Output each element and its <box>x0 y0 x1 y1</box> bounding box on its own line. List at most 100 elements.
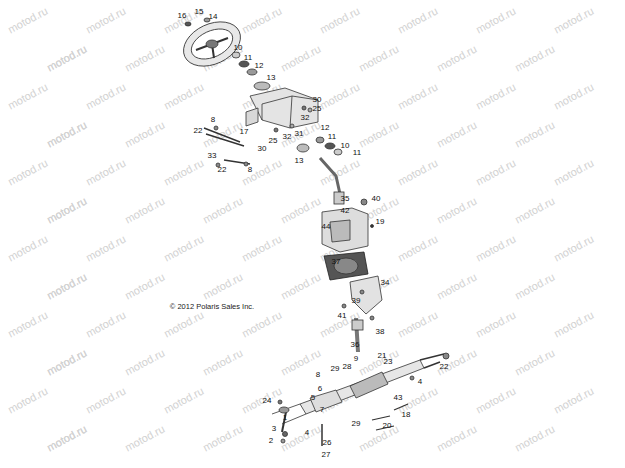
callout-number: 7 <box>320 406 324 414</box>
watermark: motod.ru <box>45 347 89 378</box>
callout-number: 41 <box>338 312 347 320</box>
callout-number: 34 <box>381 279 390 287</box>
callout-number: 12 <box>255 62 264 70</box>
watermark: motod.ru <box>552 81 596 112</box>
watermark: motod.ru <box>435 347 479 378</box>
watermark: motod.ru <box>162 233 206 264</box>
watermark: motod.ru <box>240 385 284 416</box>
callout-number: 26 <box>323 439 332 447</box>
watermark: motod.ru <box>552 157 596 188</box>
watermark: motod.ru <box>6 309 50 340</box>
watermark: motod.ru <box>318 81 362 112</box>
watermark: motod.ru <box>6 385 50 416</box>
watermark: motod.ru <box>396 81 440 112</box>
callout-number: 29 <box>352 420 361 428</box>
callout-number: 17 <box>240 128 249 136</box>
watermark: motod.ru <box>123 119 167 150</box>
callout-number: 19 <box>376 218 385 226</box>
watermark: motod.ru <box>6 233 50 264</box>
watermark: motod.ru <box>201 423 245 454</box>
callout-number: 27 <box>322 451 331 459</box>
callout-number: 22 <box>194 127 203 135</box>
callout-number: 28 <box>343 363 352 371</box>
callout-number: 4 <box>305 429 309 437</box>
callout-number: 8 <box>211 116 215 124</box>
watermark: motod.ru <box>84 5 128 36</box>
watermark: motod.ru <box>513 347 557 378</box>
callout-number: 31 <box>295 130 304 138</box>
callout-number: 23 <box>384 358 393 366</box>
watermark: motod.ru <box>45 119 89 150</box>
watermark: motod.ru <box>84 81 128 112</box>
watermark: motod.ru <box>162 157 206 188</box>
watermark: motod.ru <box>6 157 50 188</box>
callout-number: 13 <box>267 74 276 82</box>
callout-number: 39 <box>352 297 361 305</box>
watermark: motod.ru <box>162 309 206 340</box>
callout-number: 11 <box>244 54 252 62</box>
callout-number: 1 <box>283 414 287 422</box>
watermark: motod.ru <box>240 5 284 36</box>
callout-number: 13 <box>295 157 304 165</box>
watermark: motod.ru <box>435 195 479 226</box>
callout-number: 2 <box>269 437 273 445</box>
callout-number: 22 <box>218 166 227 174</box>
copyright-note: © 2012 Polaris Sales Inc. <box>170 302 254 311</box>
callout-number: 14 <box>209 13 218 21</box>
watermark: motod.ru <box>84 385 128 416</box>
watermark: motod.ru <box>396 157 440 188</box>
watermark: motod.ru <box>84 309 128 340</box>
callout-number: 32 <box>301 114 310 122</box>
callout-number: 24 <box>263 397 272 405</box>
callout-number: 40 <box>372 195 381 203</box>
watermark: motod.ru <box>45 271 89 302</box>
callout-number: 18 <box>402 411 411 419</box>
watermark: motod.ru <box>6 81 50 112</box>
watermark: motod.ru <box>513 195 557 226</box>
watermark: motod.ru <box>435 43 479 74</box>
callout-number: 3 <box>272 425 276 433</box>
callout-number: 25 <box>269 137 278 145</box>
watermark: motod.ru <box>513 43 557 74</box>
watermark: motod.ru <box>474 157 518 188</box>
watermark: motod.ru <box>396 233 440 264</box>
watermark: motod.ru <box>123 43 167 74</box>
callout-number: 30 <box>313 96 322 104</box>
callout-number: 35 <box>341 195 350 203</box>
callout-number: 12 <box>321 124 330 132</box>
callout-number: 37 <box>332 258 341 266</box>
watermark: motod.ru <box>201 271 245 302</box>
watermark: motod.ru <box>396 5 440 36</box>
watermark: motod.ru <box>201 195 245 226</box>
callout-number: 15 <box>195 8 204 16</box>
callout-number: 43 <box>394 394 403 402</box>
watermark: motod.ru <box>240 157 284 188</box>
watermark: motod.ru <box>474 5 518 36</box>
callout-number: 8 <box>316 371 320 379</box>
callout-number: 22 <box>440 363 449 371</box>
watermark: motod.ru <box>201 347 245 378</box>
watermark: motod.ru <box>513 119 557 150</box>
watermark: motod.ru <box>240 233 284 264</box>
watermark: motod.ru <box>513 423 557 454</box>
watermark: motod.ru <box>513 271 557 302</box>
watermark: motod.ru <box>84 233 128 264</box>
watermark: motod.ru <box>162 385 206 416</box>
watermark: motod.ru <box>435 271 479 302</box>
callout-number: 38 <box>376 328 385 336</box>
watermark: motod.ru <box>279 271 323 302</box>
callout-number: 6 <box>318 385 322 393</box>
watermark: motod.ru <box>396 309 440 340</box>
watermark: motod.ru <box>279 423 323 454</box>
callout-number: 5 <box>311 394 315 402</box>
callout-number: 44 <box>322 223 331 231</box>
watermark: motod.ru <box>552 385 596 416</box>
callout-number: 10 <box>341 142 350 150</box>
watermark: motod.ru <box>357 423 401 454</box>
watermark: motod.ru <box>45 423 89 454</box>
watermark: motod.ru <box>552 5 596 36</box>
watermark: motod.ru <box>123 271 167 302</box>
callout-number: 4 <box>418 378 422 386</box>
watermark: motod.ru <box>45 43 89 74</box>
watermark: motod.ru <box>6 5 50 36</box>
